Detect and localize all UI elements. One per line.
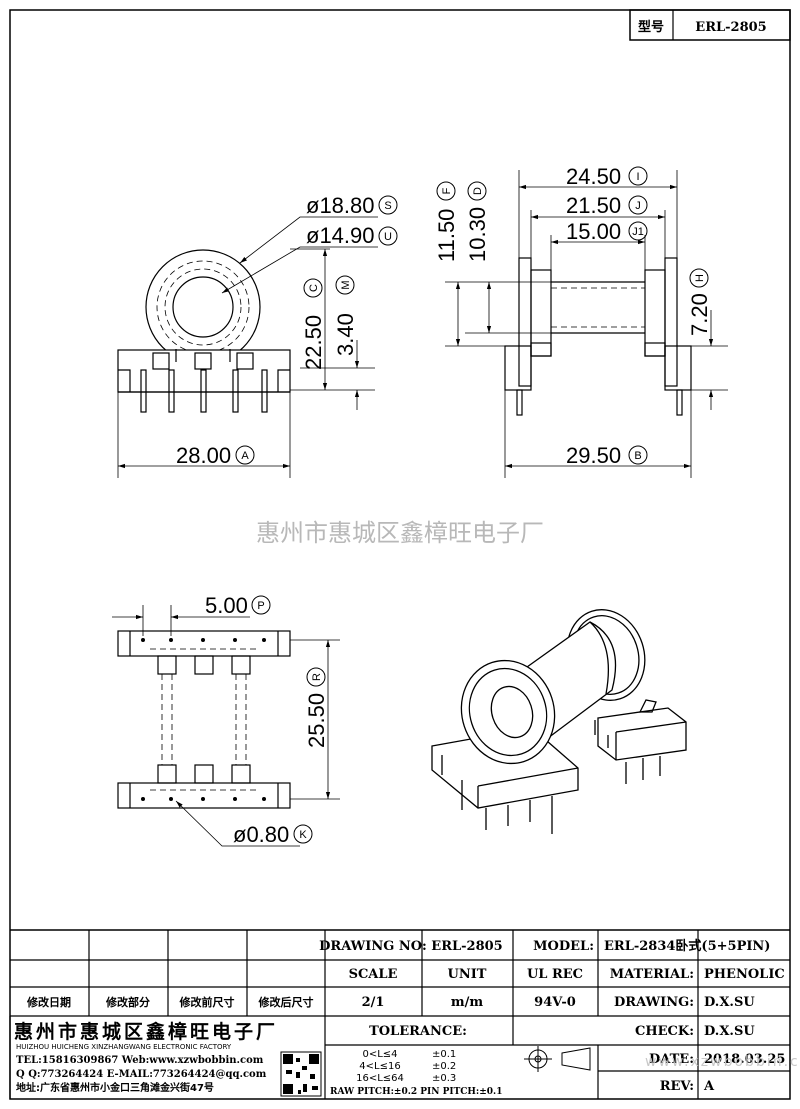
factory-watermark: 惠州市惠城区鑫樟旺电子厂 <box>256 519 544 547</box>
side-dim-0-tag: I <box>636 171 639 183</box>
bottom-dim-1-tag: R <box>311 673 323 681</box>
unit-label: UNIT <box>448 967 487 982</box>
iso-front-pins <box>461 780 553 834</box>
side-dim-5-value: 7.20 <box>687 293 712 336</box>
iso-bore <box>490 685 534 739</box>
tolerance-range-0: 0<L≤4 <box>362 1049 397 1060</box>
side-left-flange <box>518 257 532 387</box>
side-dim-3-tag: F <box>441 187 453 194</box>
side-dim-1-tag: J <box>635 200 641 212</box>
model-value: ERL-2834卧式(5+5PIN) <box>604 938 770 954</box>
qr-code <box>280 1051 322 1097</box>
scale-label: SCALE <box>349 967 398 982</box>
side-dim-4-tag: D <box>472 187 484 195</box>
side-dim-3-value: 11.50 <box>434 209 459 262</box>
side-dim-2-tag: J1 <box>632 226 644 238</box>
date-label: DATE: <box>649 1052 694 1067</box>
factory-name: 惠州市惠城区鑫樟旺电子厂 <box>14 1020 278 1043</box>
rev-label: REV: <box>660 1079 694 1094</box>
front-base <box>117 349 291 393</box>
front-dim-2-tag: C <box>308 284 320 292</box>
bottom-dim-0-value: 5.00 <box>205 593 248 618</box>
title-block <box>9 929 790 1099</box>
ul-rec-label: UL REC <box>527 967 583 982</box>
drawing-frame <box>9 9 791 1100</box>
bottom-view <box>112 605 340 847</box>
header-label: 型号 <box>638 19 664 35</box>
tolerance-range-1: 4<L≤16 <box>359 1061 400 1072</box>
front-dim-2-value: 22.50 <box>301 315 326 370</box>
model-label: MODEL: <box>533 939 594 954</box>
drawing-no-value: ERL-2805 <box>431 939 502 954</box>
material-value: PHENOLIC <box>704 967 785 982</box>
front-view <box>117 216 378 478</box>
front-dim-0-value: ø18.80 <box>306 193 375 218</box>
tolerance-value-2: ±0.3 <box>432 1073 456 1084</box>
side-dim-4-value: 10.30 <box>465 207 490 262</box>
side-dim-6-tag: B <box>634 450 641 462</box>
revision-header-date: 修改日期 <box>26 995 71 1009</box>
bottom-dim-0-tag: P <box>257 600 264 612</box>
front-dim-1-tag: U <box>384 231 392 243</box>
isometric-view <box>431 609 687 834</box>
front-dim-4-value: 28.00 <box>176 443 231 468</box>
bottom-top-rail <box>117 630 291 657</box>
material-label: MATERIAL: <box>610 967 694 982</box>
drawing-label: DRAWING: <box>614 995 694 1010</box>
bottom-dim-1-value: 25.50 <box>304 693 329 748</box>
front-dim-0-tag: S <box>384 200 391 212</box>
bottom-lower-rail <box>117 782 291 809</box>
factory-tel: TEL:15816309867 Web:www.xzwbobbin.com <box>16 1055 264 1066</box>
bottom-dim-2-value: ø0.80 <box>233 822 289 847</box>
header-box: 型号 ERL-2805 <box>629 9 791 41</box>
revision-header-before: 修改前尺寸 <box>179 995 235 1009</box>
tolerance-value-0: ±0.1 <box>432 1049 456 1060</box>
projection-symbol <box>524 1046 591 1072</box>
revision-header-after: 修改后尺寸 <box>258 995 314 1009</box>
side-dim-5-tag: H <box>694 274 706 282</box>
date-value: 2018.03.25 <box>704 1052 785 1067</box>
front-dim-3-tag: M <box>340 280 352 289</box>
side-right-flange <box>664 257 678 387</box>
front-dim-3-value: 3.40 <box>333 313 358 356</box>
side-dim-2-value: 15.00 <box>566 219 621 244</box>
front-dim-4-tag: A <box>241 450 249 462</box>
tolerance-value-1: ±0.2 <box>432 1061 456 1072</box>
flange-outer-circle <box>145 249 261 365</box>
front-dim-1-value: ø14.90 <box>306 223 375 248</box>
scale-value: 2/1 <box>362 995 385 1010</box>
unit-value: m/m <box>451 995 484 1010</box>
website-watermark: www.xzwbobbin.com <box>645 1054 800 1070</box>
check-value: D.X.SU <box>704 1024 755 1039</box>
tolerance-label: TOLERANCE: <box>369 1024 467 1039</box>
front-pins <box>140 369 268 413</box>
side-view <box>445 170 728 478</box>
factory-qq: Q Q:773264424 E-MAIL:773264424@qq.com <box>16 1069 267 1080</box>
revision-header-part: 修改部分 <box>105 995 150 1009</box>
side-dim-0-value: 24.50 <box>566 164 621 189</box>
tolerance-range-2: 16<L≤64 <box>356 1073 404 1084</box>
bottom-pin-holes <box>141 638 266 801</box>
drawing-no-label: DRAWING NO: <box>319 939 427 954</box>
header-model: ERL-2805 <box>695 20 766 35</box>
check-label: CHECK: <box>635 1024 694 1039</box>
factory-english: HUIZHOU HUICHENG XINZHANGWANG ELECTRONIC… <box>16 1043 232 1051</box>
bore-circle <box>172 276 234 338</box>
drawing-value: D.X.SU <box>704 995 755 1010</box>
pitch-note: RAW PITCH:±0.2 PIN PITCH:±0.1 <box>330 1087 502 1097</box>
factory-address: 地址:广东省惠州市小金口三角滩金兴街47号 <box>16 1081 214 1094</box>
bottom-dim-2-tag: K <box>299 829 307 841</box>
side-dim-6-value: 29.50 <box>566 443 621 468</box>
side-dim-1-value: 21.50 <box>566 193 621 218</box>
rev-value: A <box>703 1079 715 1094</box>
ul-rec-value: 94V-0 <box>534 995 576 1010</box>
